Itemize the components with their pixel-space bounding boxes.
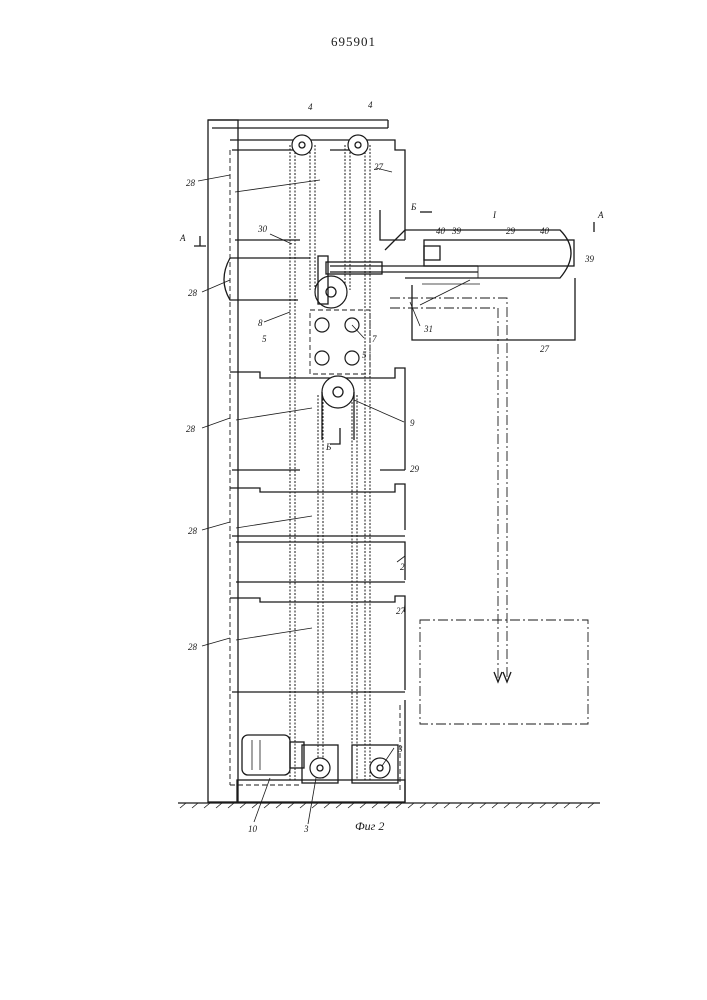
callout-3a: 3 bbox=[303, 824, 309, 834]
callout-39b: 39 bbox=[584, 254, 595, 264]
top-sprocket-right bbox=[348, 135, 368, 155]
callout-5b: 5 bbox=[362, 350, 367, 360]
callout-29a: 29 bbox=[506, 226, 516, 236]
control-line bbox=[390, 298, 511, 682]
callout-b-top: Б bbox=[410, 202, 417, 212]
callout-4a: 4 bbox=[308, 102, 313, 112]
section-markers bbox=[194, 212, 594, 444]
callout-10: 10 bbox=[248, 824, 258, 834]
callout-28d: 28 bbox=[188, 526, 198, 536]
callout-4b: 4 bbox=[368, 100, 373, 110]
callout-3b: 3 bbox=[397, 744, 403, 754]
chain-right bbox=[345, 145, 370, 780]
callout-27b: 27 bbox=[540, 344, 550, 354]
callout-9: 9 bbox=[410, 418, 415, 428]
bottom-sprocket-right bbox=[352, 745, 398, 783]
callout-a-left: А bbox=[179, 233, 186, 243]
callout-30: 30 bbox=[257, 224, 268, 234]
callout-27c: 27 bbox=[396, 606, 406, 616]
callout-7: 7 bbox=[372, 334, 377, 344]
upper-carriage bbox=[224, 256, 382, 308]
callout-40b: 40 bbox=[540, 226, 550, 236]
bottom-sprocket-left bbox=[302, 745, 338, 783]
frame bbox=[208, 120, 405, 802]
callout-40a: 40 bbox=[436, 226, 446, 236]
control-cabinet bbox=[420, 620, 588, 724]
ground-line bbox=[178, 803, 600, 808]
top-sprocket-left bbox=[292, 135, 312, 155]
callout-27a: 27 bbox=[374, 162, 384, 172]
callout-a-right: А bbox=[597, 210, 604, 220]
callout-28b: 28 bbox=[188, 288, 198, 298]
callout-29b: 29 bbox=[410, 464, 420, 474]
lower-carriage bbox=[322, 376, 354, 440]
callout-2: 2 bbox=[400, 562, 405, 572]
callout-28a: 28 bbox=[186, 178, 196, 188]
callout-5a: 5 bbox=[262, 334, 267, 344]
callout-28e: 28 bbox=[188, 642, 198, 652]
figure-caption: Фиг 2 bbox=[355, 819, 384, 833]
callout-39a: 39 bbox=[451, 226, 462, 236]
callout-b-bottom: Б bbox=[325, 442, 332, 452]
roller-block bbox=[310, 310, 370, 374]
callout-8: 8 bbox=[258, 318, 263, 328]
extension-unit bbox=[330, 230, 575, 340]
callout-28c: 28 bbox=[186, 424, 196, 434]
callout-31: 31 bbox=[423, 324, 433, 334]
callout-i: I bbox=[492, 210, 497, 220]
chain-left bbox=[290, 145, 323, 780]
